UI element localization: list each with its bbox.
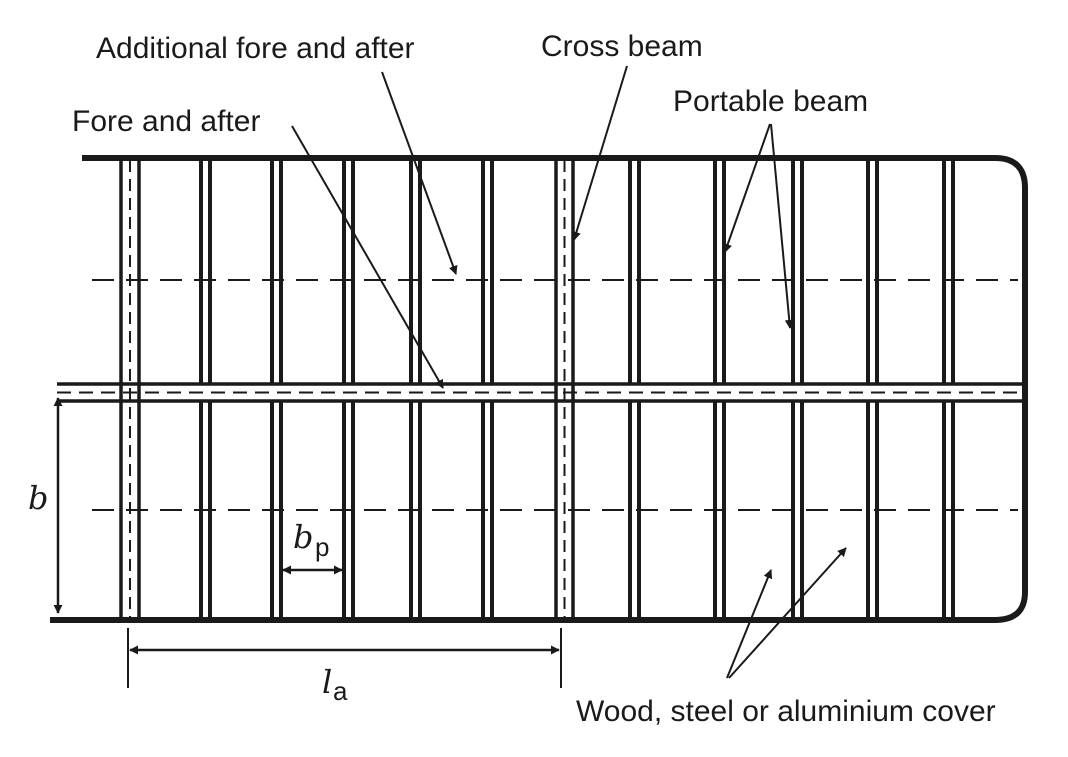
symbol-la-main: l xyxy=(322,663,332,701)
label-additional-fore-and-after: Additional fore and after xyxy=(96,32,415,65)
label-cover: Wood, steel or aluminium cover xyxy=(576,695,996,728)
leader-portable-beam-2 xyxy=(770,123,794,329)
leader-cover-2 xyxy=(728,547,847,679)
fore-and-after-beam xyxy=(57,382,1025,403)
label-portable-beam: Portable beam xyxy=(673,85,868,118)
leader-cover-1 xyxy=(726,569,773,679)
portable-beams-upper xyxy=(199,158,955,385)
symbol-bp-main: b xyxy=(293,518,313,556)
symbol-la-subscript: a xyxy=(333,676,348,706)
hatch-outline xyxy=(50,155,1028,623)
cross-beam-left xyxy=(119,158,141,620)
symbol-bp: b p xyxy=(293,518,329,562)
leader-fore-and-after xyxy=(291,125,444,389)
leader-additional-fore-and-after xyxy=(381,71,458,275)
label-fore-and-after: Fore and after xyxy=(72,105,260,138)
label-cross-beam: Cross beam xyxy=(541,30,703,63)
cross-beam-middle xyxy=(554,158,575,620)
leader-cross-beam xyxy=(572,65,628,241)
symbol-b: b xyxy=(28,479,48,517)
symbol-la: l a xyxy=(322,663,348,706)
symbol-bp-subscript: p xyxy=(315,532,329,562)
leader-portable-beam-1 xyxy=(723,123,771,253)
